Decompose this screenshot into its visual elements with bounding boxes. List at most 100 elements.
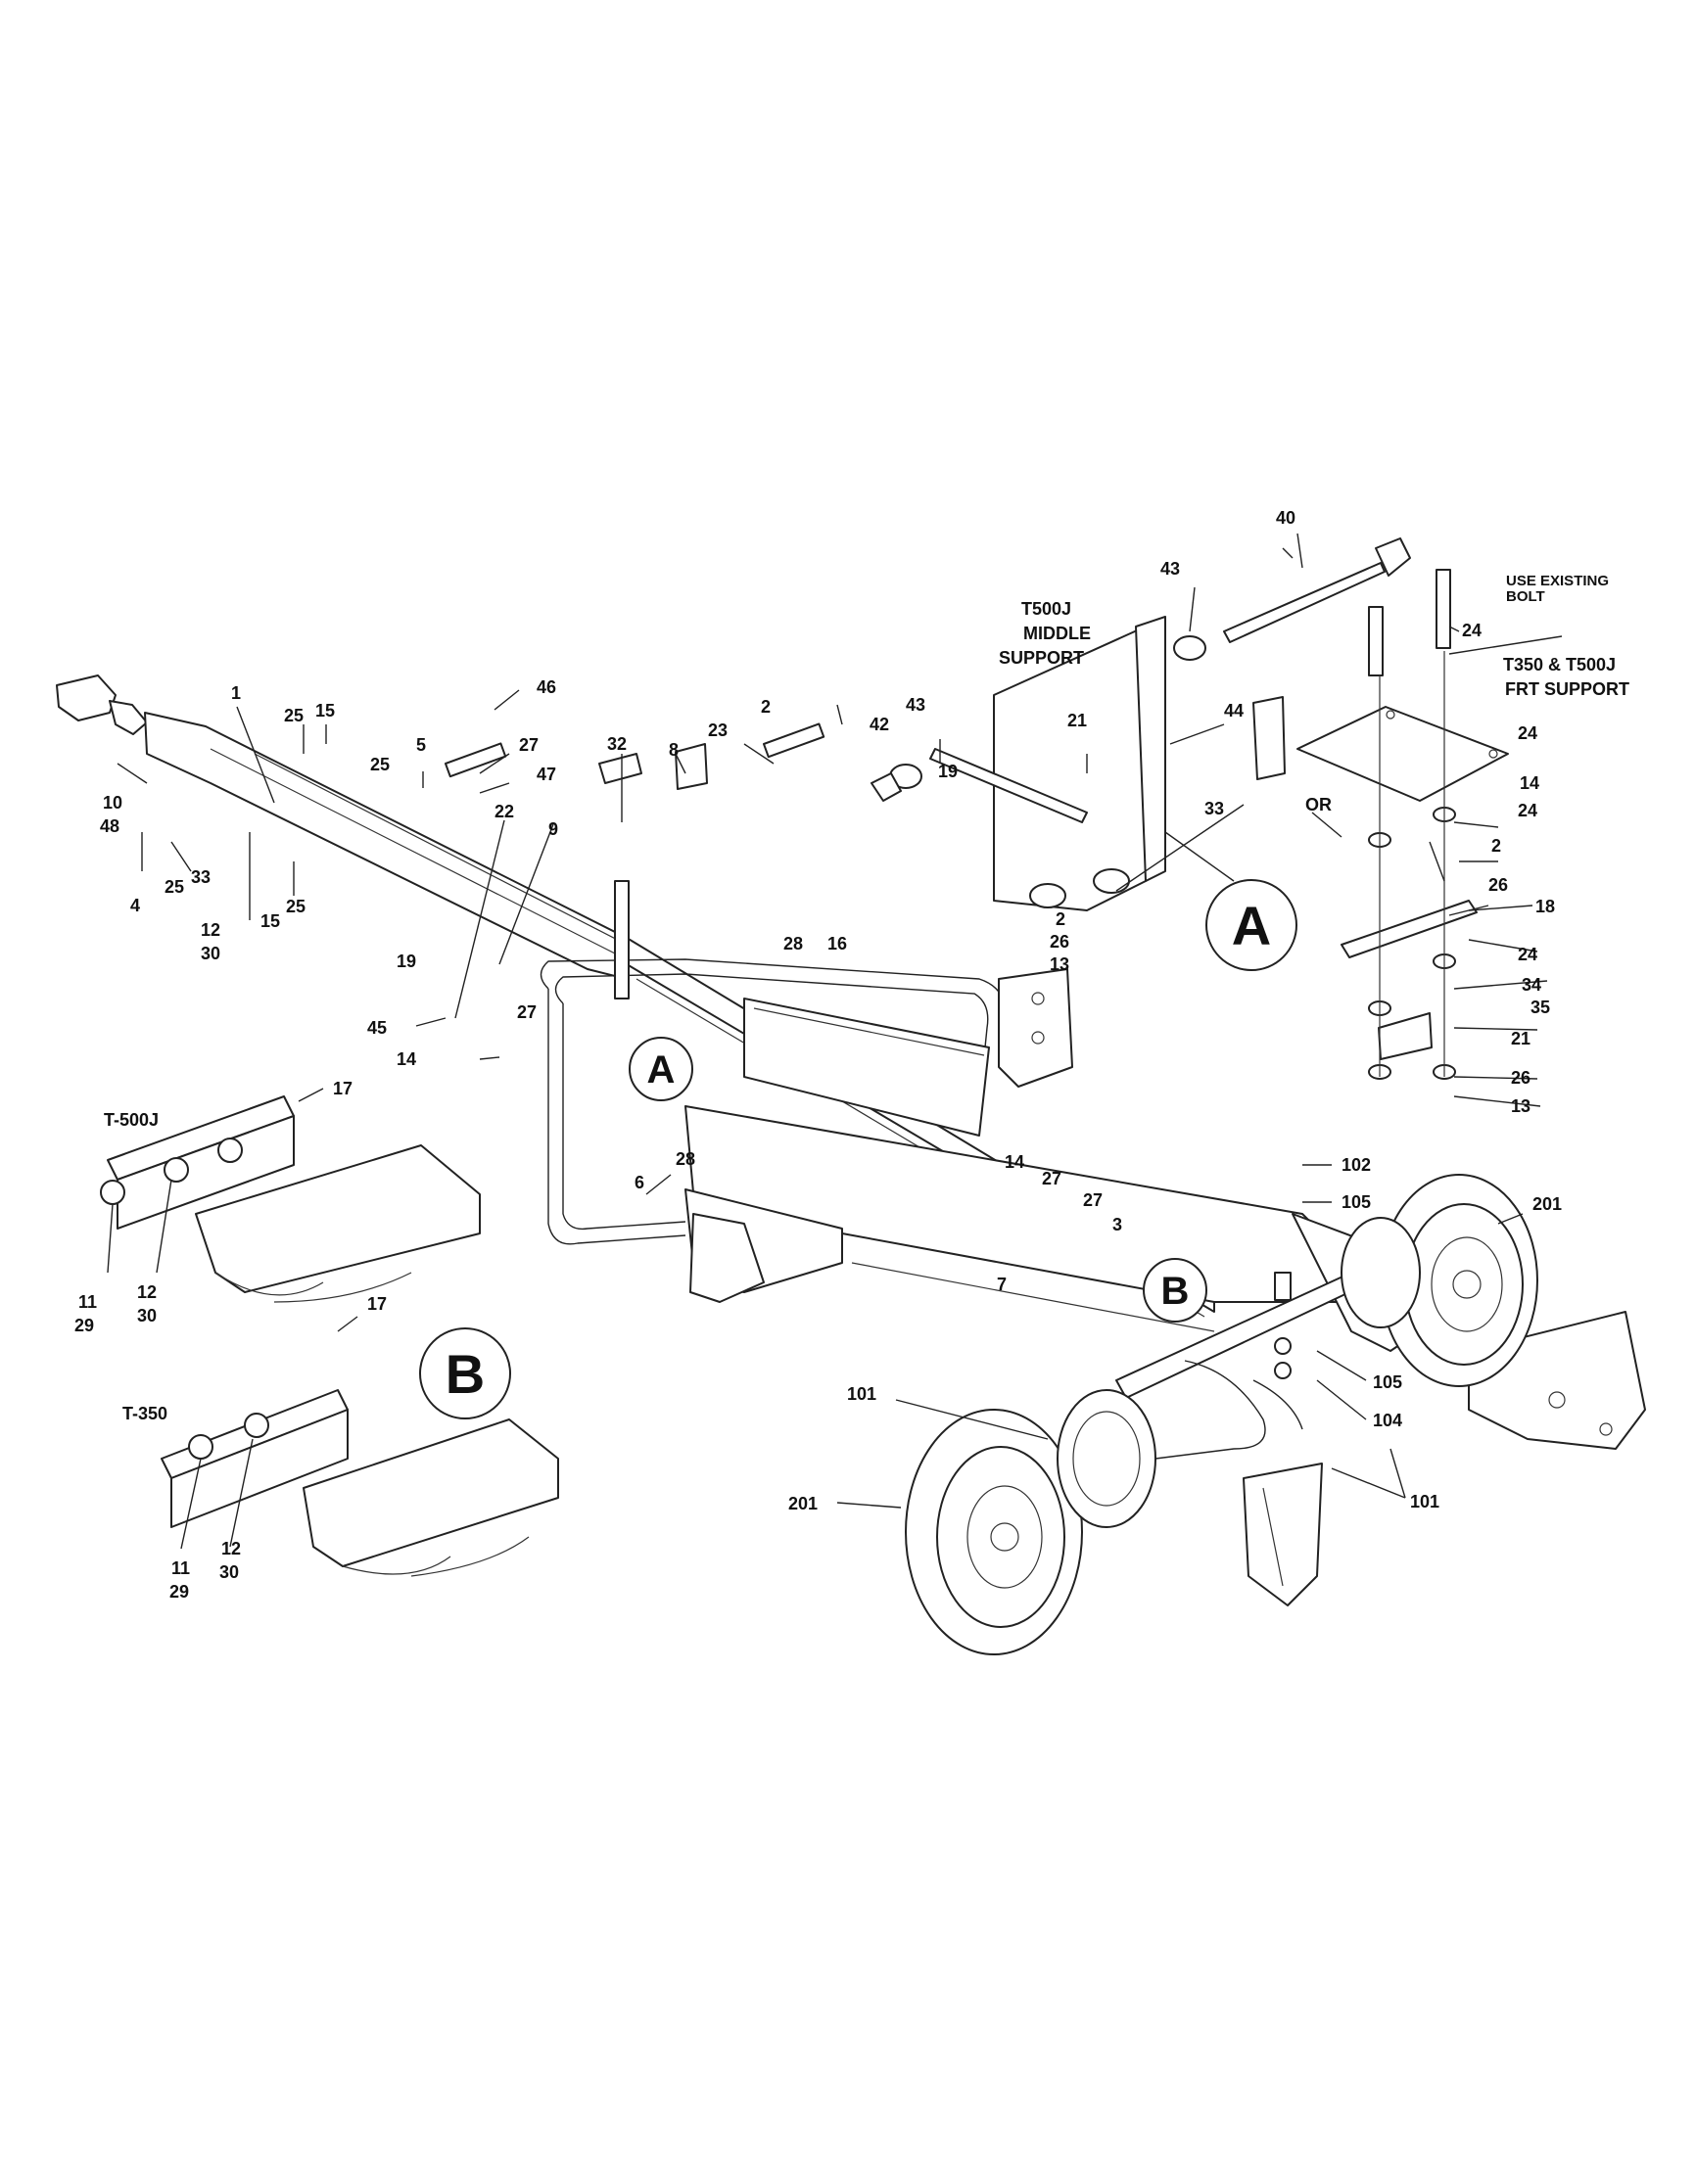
callout: 14 — [1005, 1152, 1024, 1172]
callout: 17 — [333, 1079, 353, 1098]
detail-b-marker: B — [446, 1343, 485, 1405]
callout: 43 — [1160, 559, 1180, 579]
callout: 17 — [367, 1294, 387, 1314]
callout: 12 — [201, 920, 220, 940]
front-support-detail — [1296, 569, 1509, 1080]
callout: 40 — [1276, 508, 1295, 528]
callout: 3 — [1112, 1215, 1122, 1234]
callout: 21 — [1067, 711, 1087, 730]
detail-b-marker: B — [1161, 1270, 1190, 1313]
callout: 15 — [260, 911, 280, 931]
callout: 102 — [1342, 1155, 1371, 1175]
callout: 33 — [191, 867, 211, 887]
callout: 25 — [286, 897, 306, 916]
callout: 29 — [74, 1316, 94, 1335]
callout: 24 — [1462, 621, 1482, 640]
callout: 24 — [1518, 801, 1537, 820]
callout: 26 — [1511, 1068, 1530, 1088]
callout: 2 — [761, 697, 771, 717]
or-label: OR — [1305, 795, 1332, 814]
callout: 43 — [906, 695, 925, 715]
callout: 13 — [1511, 1096, 1530, 1116]
callout: 27 — [519, 735, 539, 755]
callout: 6 — [635, 1173, 644, 1192]
callout: 5 — [416, 735, 426, 755]
detail-a-marker: A — [647, 1048, 676, 1092]
detail-markers: A A B B — [419, 879, 1297, 1419]
callout: 10 — [103, 793, 122, 813]
front-support-caption: T350 & T500J — [1503, 655, 1616, 674]
captions: USE EXISTING BOLT T350 & T500J FRT SUPPO… — [104, 573, 1629, 1423]
callout: 18 — [1535, 897, 1555, 916]
callout: 44 — [1224, 701, 1244, 720]
callout: 27 — [517, 1002, 537, 1022]
middle-support-caption: MIDDLE — [1023, 624, 1091, 643]
callout: 14 — [397, 1049, 416, 1069]
callout: 42 — [870, 715, 889, 734]
callout: 12 — [137, 1282, 157, 1302]
callout: 2 — [1491, 836, 1501, 856]
use-existing-bolt-note: USE EXISTING — [1506, 573, 1609, 589]
frame-rail-assembly — [540, 958, 1646, 1606]
callout: 105 — [1342, 1192, 1371, 1212]
callout: 30 — [137, 1306, 157, 1325]
callout: 32 — [607, 734, 627, 754]
callout: 101 — [847, 1384, 876, 1404]
callout: 48 — [100, 816, 119, 836]
callout: 9 — [548, 819, 558, 839]
callout: 25 — [370, 755, 390, 774]
detail-b-t500j — [100, 1095, 481, 1303]
callout: 47 — [537, 765, 556, 784]
detail-b-t350 — [161, 1389, 559, 1577]
callout: 1 — [231, 683, 241, 703]
callout: 27 — [1042, 1169, 1061, 1188]
callout: 7 — [997, 1275, 1007, 1294]
callout: 13 — [1050, 954, 1069, 974]
model-label-t500j: T-500J — [104, 1110, 159, 1130]
callout: 26 — [1050, 932, 1069, 952]
callout-labels: 1 25 15 5 46 27 47 22 9 25 10 48 4 25 33… — [74, 508, 1562, 1602]
callout: 8 — [669, 740, 679, 760]
callout: 28 — [676, 1149, 695, 1169]
callout: 15 — [315, 701, 335, 720]
callout: 25 — [284, 706, 304, 725]
callout: 19 — [938, 762, 958, 781]
callout: 27 — [1083, 1190, 1103, 1210]
callout: 2 — [1056, 909, 1065, 929]
callout: 104 — [1373, 1411, 1402, 1430]
callout: 30 — [201, 944, 220, 963]
callout: 45 — [367, 1018, 387, 1038]
callout: 25 — [165, 877, 184, 897]
callout: 201 — [1532, 1194, 1562, 1214]
callout: 11 — [171, 1558, 190, 1578]
callout: 19 — [397, 952, 416, 971]
callout: 105 — [1373, 1372, 1402, 1392]
middle-support-detail — [871, 537, 1411, 911]
model-label-t350: T-350 — [122, 1404, 167, 1423]
leader-lines — [107, 533, 1563, 1550]
front-support-caption: FRT SUPPORT — [1505, 679, 1629, 699]
callout: 22 — [494, 802, 514, 821]
callout: 28 — [783, 934, 803, 953]
callout: 4 — [130, 896, 140, 915]
callout: 34 — [1522, 975, 1541, 995]
right-wheel — [1380, 1174, 1538, 1387]
brake-drums — [1057, 1217, 1421, 1528]
callout: 12 — [221, 1539, 241, 1558]
use-existing-bolt-note: BOLT — [1506, 588, 1545, 605]
main-hardware — [445, 722, 1292, 1379]
middle-support-caption: SUPPORT — [999, 648, 1084, 668]
callout: 30 — [219, 1562, 239, 1582]
callout: 101 — [1410, 1492, 1439, 1511]
callout: 201 — [788, 1494, 818, 1513]
callout: 16 — [827, 934, 847, 953]
callout: 46 — [537, 677, 556, 697]
callout: 11 — [78, 1292, 97, 1312]
callout: 35 — [1530, 998, 1550, 1017]
callout: 21 — [1511, 1029, 1530, 1048]
detail-a-marker: A — [1232, 895, 1271, 956]
callout: 14 — [1520, 773, 1539, 793]
callout: 33 — [1204, 799, 1224, 818]
middle-support-caption: T500J — [1021, 599, 1071, 619]
